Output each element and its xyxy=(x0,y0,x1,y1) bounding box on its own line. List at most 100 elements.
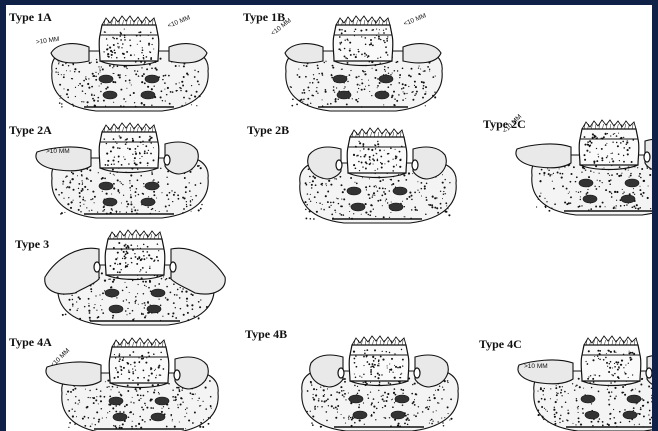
sacral-foramen xyxy=(147,305,161,313)
sacral-foramen xyxy=(145,75,159,83)
vertebra-illustration xyxy=(526,333,652,431)
sacral-foramen xyxy=(395,395,409,403)
sacral-foramen xyxy=(145,182,159,190)
sacral-foramen xyxy=(579,179,593,187)
vertebra-illustration xyxy=(294,333,464,431)
panel-type-2a xyxy=(44,120,244,220)
left-transverse-process xyxy=(516,144,571,168)
sacral-foramen xyxy=(625,179,639,187)
vertebra-drawing xyxy=(45,230,225,325)
cut-surface xyxy=(102,16,156,25)
vertebra-drawing xyxy=(302,336,458,431)
pseudo-joint xyxy=(644,152,650,162)
sacral-foramen xyxy=(379,75,393,83)
vertebra-illustration xyxy=(44,13,214,113)
vertebra-drawing xyxy=(285,16,442,111)
sacral-foramen xyxy=(585,411,599,419)
panel-title: Type 4C xyxy=(478,337,523,352)
cut-surface xyxy=(336,16,390,25)
sacral-foramen xyxy=(113,413,127,421)
cut-surface xyxy=(108,230,162,239)
vertebra-drawing xyxy=(51,16,208,111)
pseudo-joint xyxy=(338,368,344,378)
sacral-foramen xyxy=(393,187,407,195)
sacral-foramen xyxy=(109,305,123,313)
panel-type-4a xyxy=(54,335,254,431)
sacral-foramen xyxy=(141,198,155,206)
vertebral-body xyxy=(99,132,159,168)
right-transverse-process xyxy=(169,44,207,63)
panel-title: Type 1A xyxy=(8,10,53,25)
sacral-foramen xyxy=(627,395,641,403)
sacral-foramen xyxy=(109,397,123,405)
pseudo-joint xyxy=(646,368,652,378)
sacral-foramen xyxy=(349,395,363,403)
sacral-foramen xyxy=(389,203,403,211)
vertebra-illustration xyxy=(278,13,448,113)
cut-surface xyxy=(584,336,638,345)
cut-surface xyxy=(582,120,636,129)
sacral-foramen xyxy=(581,395,595,403)
panel-type-2b xyxy=(292,125,492,225)
vertebra-drawing xyxy=(518,336,652,431)
sacral-foramen xyxy=(103,91,117,99)
sacral-foramen xyxy=(623,411,637,419)
vertebral-body xyxy=(347,137,407,173)
panel-title: Type 4B xyxy=(244,327,288,342)
cut-surface xyxy=(350,128,404,137)
panel-title: Type 2A xyxy=(8,123,53,138)
sacral-foramen xyxy=(151,289,165,297)
sacral-foramen xyxy=(99,182,113,190)
vertebra-drawing xyxy=(516,120,652,215)
vertebral-body xyxy=(579,129,639,165)
sacral-foramen xyxy=(105,289,119,297)
left-transverse-process xyxy=(285,44,323,63)
vertebra-illustration xyxy=(50,227,220,327)
measurement-label: >10 MM xyxy=(46,148,70,155)
sacral-foramen xyxy=(351,203,365,211)
pseudo-joint xyxy=(174,370,180,380)
panel-type-1b xyxy=(278,13,478,113)
panel-title: Type 4A xyxy=(8,335,53,350)
sacral-foramen xyxy=(583,195,597,203)
vertebra-drawing xyxy=(46,338,218,431)
pseudo-joint xyxy=(412,160,418,170)
sacral-foramen xyxy=(155,397,169,405)
pseudo-joint xyxy=(164,155,170,165)
panel-type-3 xyxy=(50,227,250,327)
cut-surface xyxy=(352,336,406,345)
pseudo-joint xyxy=(336,160,342,170)
panel-type-2c xyxy=(524,117,652,217)
vertebra-illustration xyxy=(292,125,462,225)
sacral-foramen xyxy=(99,75,113,83)
vertebra-drawing xyxy=(300,128,456,223)
cut-surface xyxy=(112,338,166,347)
sacral-foramen xyxy=(333,75,347,83)
vertebra-illustration xyxy=(44,120,214,220)
sacral-foramen xyxy=(347,187,361,195)
panel-type-4b xyxy=(294,333,494,431)
vertebra-illustration xyxy=(524,117,652,217)
panel-title: Type 3 xyxy=(14,237,50,252)
sacral-foramen xyxy=(103,198,117,206)
left-transverse-process xyxy=(51,44,89,63)
sacral-foramen xyxy=(375,91,389,99)
sacral-foramen xyxy=(337,91,351,99)
right-transverse-process xyxy=(403,44,441,63)
pseudo-joint xyxy=(414,368,420,378)
pseudo-joint xyxy=(170,262,176,272)
cut-surface xyxy=(102,123,156,132)
sacral-foramen xyxy=(391,411,405,419)
panel-type-4c xyxy=(526,333,652,431)
sacral-foramen xyxy=(621,195,635,203)
vertebra-drawing xyxy=(36,123,208,218)
sacral-foramen xyxy=(151,413,165,421)
panel-title: Type 2B xyxy=(246,123,290,138)
pseudo-joint xyxy=(94,262,100,272)
vertebra-illustration xyxy=(54,335,224,431)
panel-type-1a xyxy=(44,13,244,113)
sacral-foramen xyxy=(141,91,155,99)
measurement-label: >10 MM xyxy=(524,363,548,370)
sacral-foramen xyxy=(353,411,367,419)
